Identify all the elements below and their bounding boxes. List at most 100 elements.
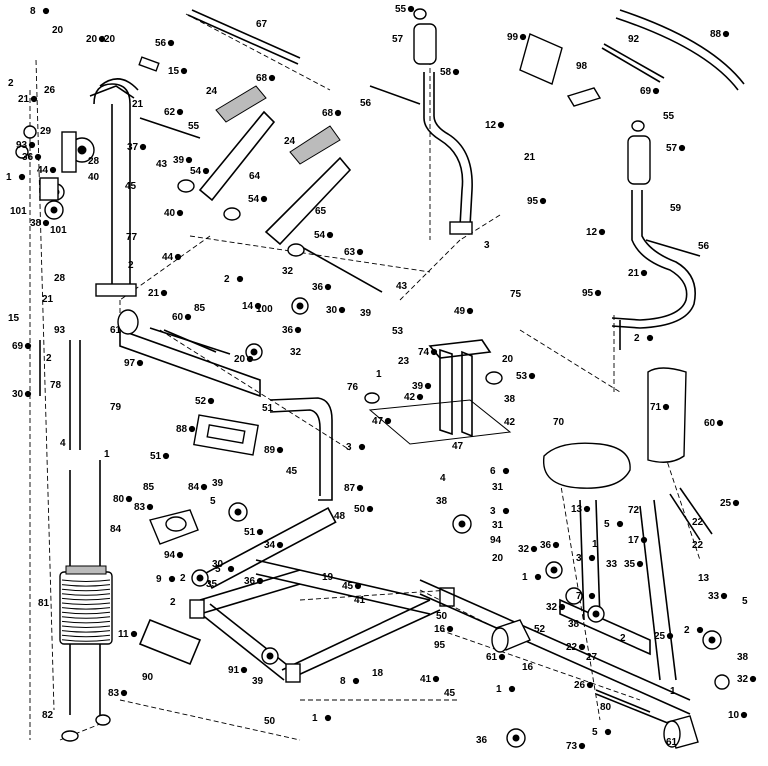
fastener [160,289,168,297]
fastener [598,228,606,236]
fastener [678,144,686,152]
part-label-l30a: 30 [326,305,338,316]
part-label-l100: 100 [256,304,273,315]
part-label-l45a: 45 [125,181,137,192]
fastener [452,68,460,76]
part-label-l71: 71 [650,402,662,413]
part-label-l20a: 20 [52,25,64,36]
part-label-l15b: 15 [8,313,20,324]
fastener [558,603,566,611]
part-label-l84a: 84 [188,482,200,493]
fastener [254,302,262,310]
fastener [326,231,334,239]
fastener [30,95,38,103]
fastener [740,711,748,719]
fastener [188,425,196,433]
fastener [552,541,560,549]
fastener [652,87,660,95]
fastener [180,67,188,75]
part-label-l15: 15 [168,66,180,77]
part-label-l101b: 101 [50,225,67,236]
fastener [34,153,42,161]
fastener [260,195,268,203]
fastener [324,283,332,291]
part-label-l20b: 20 [86,34,98,45]
fastener [424,382,432,390]
part-label-l52: 52 [195,396,207,407]
part-label-l83b: 83 [108,688,120,699]
part-label-l11: 11 [118,629,129,640]
fastener [256,577,264,585]
part-label-l20d: 20 [234,354,246,365]
part-label-l44: 44 [37,165,49,176]
part-label-l26a: 26 [44,85,56,96]
part-label-l85: 85 [194,303,206,314]
part-label-l54b: 54 [248,194,260,205]
fastener [167,39,175,47]
part-label-l22a: 22 [692,517,704,528]
part-label-l36e: 36 [244,576,256,587]
part-label-l39e: 39 [252,676,264,687]
rollers [491,619,699,749]
part-label-l42a: 42 [404,392,416,403]
fastener [276,446,284,454]
part-label-l59: 59 [670,203,682,214]
fastener [276,541,284,549]
part-label-l95b: 95 [582,288,594,299]
fastener [334,109,342,117]
part-label-l2g: 2 [170,597,176,608]
part-label-l48: 48 [334,511,346,522]
fastener [176,209,184,217]
part-label-l2f: 2 [180,573,186,584]
fastener [583,505,591,513]
fastener [539,197,547,205]
part-label-l1a: 1 [6,172,12,183]
part-label-l21d: 21 [148,288,160,299]
part-label-l4a: 4 [60,438,66,449]
part-label-l56c: 56 [698,241,710,252]
part-label-l6: 6 [490,466,496,477]
center-column [364,339,512,445]
fastener [356,248,364,256]
part-label-l12a: 12 [485,120,497,131]
part-label-l21b: 21 [132,99,144,110]
part-label-l33b: 33 [708,591,720,602]
fastener [696,626,704,634]
part-label-l25b: 25 [654,631,666,642]
top-right-parts [519,33,602,107]
part-label-l30c: 30 [212,559,224,570]
part-label-l50c: 50 [264,716,276,727]
fastener [24,342,32,350]
part-label-l53b: 53 [516,371,528,382]
part-label-l36a: 36 [22,152,34,163]
fastener [578,742,586,750]
fastener [604,728,612,736]
part-label-l50b: 50 [436,611,448,622]
part-label-l24a: 24 [206,86,218,97]
fastener [528,372,536,380]
part-label-l57b: 57 [666,143,678,154]
part-label-l10: 10 [728,710,740,721]
part-label-l30b: 30 [12,389,24,400]
fastener [749,675,757,683]
press-arm-left [369,8,473,235]
fastener [722,30,730,38]
part-label-l49: 49 [454,306,466,317]
part-label-l85b: 85 [143,482,155,493]
fastener [42,7,50,15]
part-label-l99: 99 [507,32,519,43]
fastener [640,269,648,277]
fastener [498,653,506,661]
part-label-l32e: 32 [737,674,749,685]
part-label-l93b: 93 [54,325,66,336]
part-label-l5b: 5 [604,519,610,530]
part-label-l12b: 12 [586,227,598,238]
part-label-l60b: 60 [704,418,716,429]
weight-plate [61,639,111,642]
part-label-l36b: 36 [312,282,324,293]
part-label-l68a: 68 [256,73,268,84]
weight-plate [61,597,111,601]
fastener [720,592,728,600]
part-label-l40a: 40 [88,172,100,183]
part-label-l7: 7 [576,591,582,602]
